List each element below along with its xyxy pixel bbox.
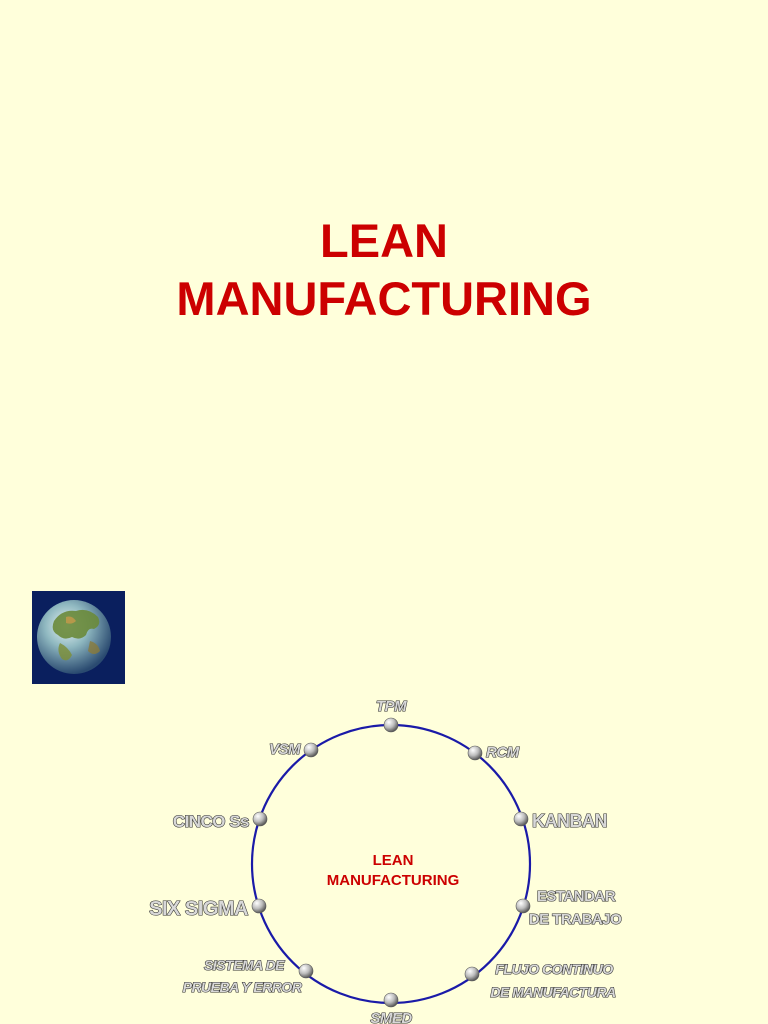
label-flujo-line-2: DE MANUFACTURA (490, 984, 616, 1000)
node-sistema (298, 963, 314, 979)
node-cinco (252, 811, 268, 827)
label-smed: SMED (370, 1010, 412, 1024)
node-flujo (464, 966, 480, 982)
lean-cycle-diagram: LEAN MANUFACTURING TPM RCM KANBAN ESTAND… (149, 697, 624, 1024)
label-sistema-line-2: PRUEBA Y ERROR (183, 979, 303, 995)
center-label-line-1: LEAN (373, 852, 414, 869)
label-estandar-line-1: ESTANDAR (537, 888, 616, 905)
node-rcm (467, 745, 483, 761)
label-sistema-line-1: SISTEMA DE (204, 957, 285, 973)
center-label-line-2: MANUFACTURING (327, 872, 460, 889)
globe-image (32, 591, 125, 684)
label-estandar-line-2: DE TRABAJO (529, 911, 622, 928)
node-tpm (383, 717, 399, 733)
label-cinco: CINCO Ss (173, 812, 249, 831)
page-title: LEAN MANUFACTURING (0, 212, 768, 328)
node-estandar (515, 898, 531, 914)
node-smed (383, 992, 399, 1008)
title-line-1: LEAN (320, 214, 448, 267)
label-vsm: VSM (269, 741, 301, 758)
title-line-2: MANUFACTURING (176, 272, 592, 325)
globe-icon (37, 600, 111, 674)
label-kanban: KANBAN (532, 811, 607, 831)
node-kanban (513, 811, 529, 827)
label-rcm: RCM (486, 744, 520, 761)
node-six-sigma (251, 898, 267, 914)
node-vsm (303, 742, 319, 758)
label-six-sigma: SIX SIGMA (149, 898, 248, 920)
label-tpm: TPM (376, 698, 407, 715)
label-flujo-line-1: FLUJO CONTINUO (495, 961, 613, 977)
